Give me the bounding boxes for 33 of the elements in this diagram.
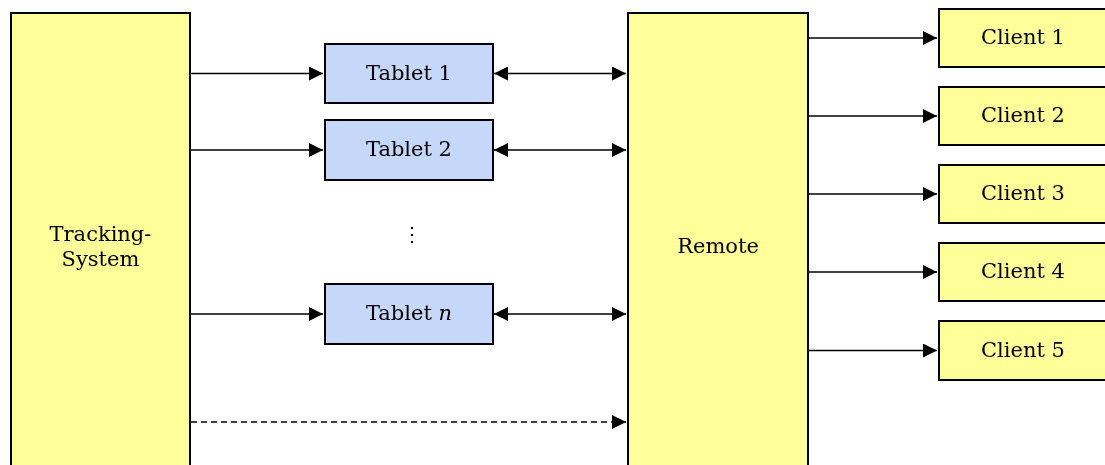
node-label: Client 4 bbox=[981, 259, 1065, 285]
node-label: Tablet 1 bbox=[366, 60, 452, 87]
system-box bbox=[10, 12, 191, 465]
node-label: Tablet n bbox=[365, 301, 453, 327]
arrow bbox=[493, 143, 627, 157]
client-box bbox=[938, 8, 1105, 68]
node-label: Remote bbox=[677, 234, 759, 260]
arrow bbox=[808, 343, 938, 358]
server-box bbox=[627, 12, 809, 465]
client-box bbox=[938, 242, 1105, 302]
arrow bbox=[493, 66, 627, 81]
device-box bbox=[324, 43, 494, 104]
arrow bbox=[190, 66, 324, 81]
arrow bbox=[493, 307, 627, 321]
arrow bbox=[808, 265, 938, 279]
node-label: Client 1 bbox=[981, 25, 1065, 51]
node-label: Client 3 bbox=[981, 181, 1065, 207]
arrow bbox=[808, 187, 938, 201]
device-box bbox=[324, 119, 494, 181]
arrow bbox=[190, 307, 324, 321]
device-box bbox=[324, 283, 494, 345]
ellipsis: ⋮ bbox=[402, 222, 422, 246]
arrow bbox=[808, 31, 938, 45]
arrow bbox=[190, 415, 627, 429]
client-box bbox=[938, 320, 1105, 381]
node-label: Client 5 bbox=[981, 337, 1065, 364]
node-label: Tracking-System bbox=[48, 221, 153, 273]
arrow bbox=[808, 109, 938, 123]
node-label: Tablet 2 bbox=[366, 137, 452, 163]
arrow bbox=[190, 143, 324, 157]
client-box bbox=[938, 86, 1105, 146]
node-label: Client 2 bbox=[981, 103, 1065, 129]
client-box bbox=[938, 164, 1105, 224]
